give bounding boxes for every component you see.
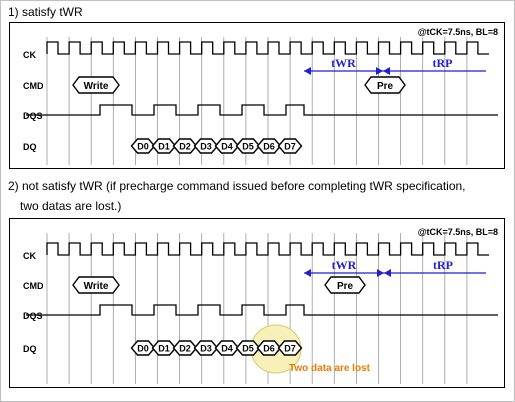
dq-label-d3: D3 [200, 142, 212, 152]
ck-waveform [46, 41, 489, 55]
dq-label-d5: D5 [242, 344, 254, 354]
dq-label-d0: D0 [137, 142, 149, 152]
write-command-label: Write [84, 81, 109, 92]
dq-label-d7: D7 [284, 344, 296, 354]
dq-label-d6: D6 [263, 344, 275, 354]
dq-label-d5: D5 [242, 142, 254, 152]
twr-arrow-right-head [376, 67, 383, 75]
precharge-command-label: Pre [377, 81, 394, 92]
precharge-command-label: Pre [337, 281, 354, 292]
dq-bubble-d7 [277, 340, 303, 356]
section1-timing-diagram: @tCK=7.5ns, BL=8CK CMD DQS DQ Write Pre tWR tRP… [23, 27, 498, 165]
signal-label-ck: CK [23, 50, 36, 60]
section2-title-line1: 2) not satisfy tWR (if precharge command… [8, 179, 466, 193]
dqs-waveform [26, 304, 498, 316]
write-command-shape [72, 276, 120, 294]
trp-arrow-left-head [383, 67, 390, 75]
timing-parameters: @tCK=7.5ns, BL=8 [418, 227, 498, 237]
dq-label-d3: D3 [200, 344, 212, 354]
dq-label-d1: D1 [158, 142, 170, 152]
dqs-waveform [26, 104, 498, 116]
timing-parameters: @tCK=7.5ns, BL=8 [418, 27, 498, 37]
section2-title-line2: two datas are lost.) [20, 199, 122, 213]
signal-label-ck: CK [23, 251, 36, 261]
dq-label-d4: D4 [221, 344, 233, 354]
precharge-command-shape [364, 76, 406, 94]
dq-label-d0: D0 [137, 344, 149, 354]
dq-label-d6: D6 [263, 142, 275, 152]
signal-label-cmd: CMD [23, 281, 44, 291]
signal-label-dqs: DQS [23, 111, 43, 121]
trp-arrow-left-head [384, 269, 391, 277]
dq-label-d1: D1 [158, 344, 170, 354]
twr-arrow-left-head [304, 269, 311, 277]
twr-label: tWR [332, 258, 357, 272]
dq-label-d2: D2 [179, 344, 191, 354]
write-command-label: Write [84, 281, 109, 292]
ck-waveform [46, 242, 489, 256]
section1-title: 1) satisfy tWR [8, 5, 83, 19]
trp-label: tRP [433, 56, 453, 70]
section2-timing-diagram: @tCK=7.5ns, BL=8CK CMD DQS DQ Write Pre tWR tRP… [23, 227, 498, 384]
twr-label: tWR [331, 56, 356, 70]
twr-arrow-left-head [304, 67, 311, 75]
dq-label-d7: D7 [284, 142, 296, 152]
lost-data-note: Two data are lost [289, 363, 371, 374]
write-command-shape [72, 76, 120, 94]
signal-label-dq: DQ [23, 344, 37, 354]
dq-label-d2: D2 [179, 142, 191, 152]
signal-label-cmd: CMD [23, 81, 44, 91]
signal-label-dqs: DQS [23, 311, 43, 321]
dq-bubble-d7 [277, 138, 303, 154]
dq-label-d4: D4 [221, 142, 233, 152]
precharge-command-shape [324, 276, 366, 294]
twr-arrow-right-head [377, 269, 384, 277]
signal-label-dq: DQ [23, 142, 37, 152]
trp-label: tRP [433, 258, 453, 272]
